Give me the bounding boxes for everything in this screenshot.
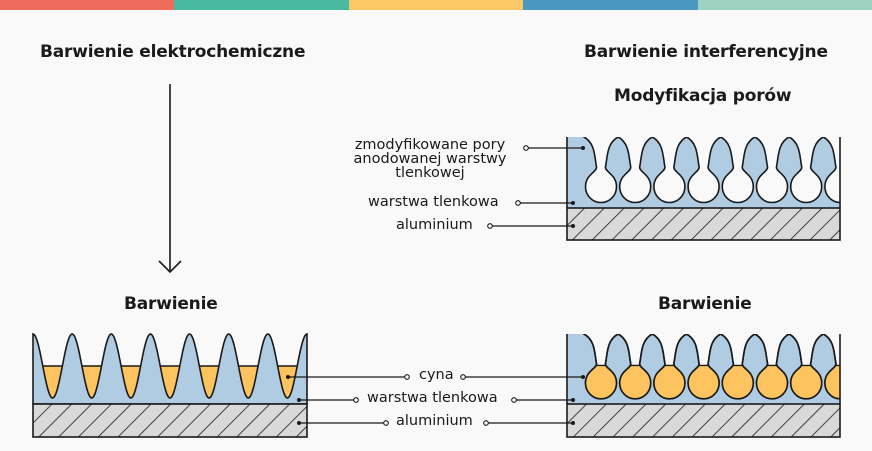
pores-leader-dot xyxy=(581,146,585,150)
tin-leader-left-open-dot xyxy=(404,374,410,380)
left-result-heading: Barwienie xyxy=(124,294,218,314)
pore-outline xyxy=(719,332,756,400)
pore xyxy=(719,135,756,204)
pore xyxy=(858,332,872,399)
aluminium-substrate xyxy=(566,207,841,241)
oxide-outline xyxy=(32,332,308,405)
aluminium-substrate xyxy=(566,403,841,438)
tin-label: cyna xyxy=(419,367,454,383)
aluminium-leader-left-dot xyxy=(297,421,301,425)
aluminium-leader-right-open-dot xyxy=(483,420,489,426)
pore-outline xyxy=(651,332,688,400)
oxide-leader-left-dot xyxy=(297,398,301,402)
pore-outline xyxy=(822,332,840,400)
aluminium-substrate xyxy=(32,403,308,438)
interference-coloring-diagram xyxy=(566,322,872,438)
color-bar-segment xyxy=(0,0,175,10)
pore xyxy=(822,135,840,204)
aluminium-label-bottom: aluminium xyxy=(396,413,473,429)
pore xyxy=(754,135,790,204)
modified-pores-label: zmodyfikowane pory anodowanej warstwy tl… xyxy=(345,137,515,181)
pore xyxy=(788,135,825,204)
label-leader-lines xyxy=(286,145,585,426)
pore-outline xyxy=(617,332,654,400)
oxide-leader-top-open-dot xyxy=(515,200,521,206)
oxide-leader-right-dot xyxy=(571,398,575,402)
pore xyxy=(651,135,688,204)
down-arrow-icon xyxy=(158,84,182,274)
modified-pores-label-line: zmodyfikowane pory xyxy=(354,137,506,153)
aluminium-leader-right-dot xyxy=(571,421,575,425)
aluminium-leader-top-dot xyxy=(571,224,575,228)
oxide-leader-left-open-dot xyxy=(353,397,359,403)
pore-outline xyxy=(583,332,619,400)
pore-outline xyxy=(858,332,872,399)
tin-deposit xyxy=(857,365,872,416)
pores xyxy=(583,135,872,204)
oxide-layer-label-bottom: warstwa tlenkowa xyxy=(367,390,498,406)
modified-pores-label-line: tlenkowej xyxy=(395,165,465,181)
color-bar-segment xyxy=(523,0,698,10)
left-heading: Barwienie elektrochemiczne xyxy=(40,42,306,62)
pore-outline xyxy=(754,332,790,400)
color-bar xyxy=(0,0,872,10)
color-bar-segment xyxy=(348,0,524,10)
right-heading: Barwienie interferencyjne xyxy=(584,42,828,62)
pore xyxy=(685,135,722,204)
pore-outline xyxy=(685,332,722,400)
color-bar-segment xyxy=(174,0,349,10)
right-result-heading: Barwienie xyxy=(658,294,752,314)
aluminium-leader-top-open-dot xyxy=(487,223,493,229)
background-mask xyxy=(566,125,841,137)
background-mask xyxy=(566,322,841,334)
pore xyxy=(617,135,654,204)
pores-leader-open-dot xyxy=(523,145,529,151)
modified-pores-label-line: anodowanej warstwy xyxy=(353,151,507,167)
modified-pores-diagram xyxy=(566,125,872,241)
electrochemical-coloring-diagram xyxy=(32,332,308,438)
aluminium-leader-left-open-dot xyxy=(383,420,389,426)
pore-modification-heading: Modyfikacja porów xyxy=(614,86,792,106)
tin-leader-right-open-dot xyxy=(460,374,466,380)
tin-leader-left-dot xyxy=(286,375,290,379)
oxide-leader-top-dot xyxy=(571,201,575,205)
oxide-layer-label-top: warstwa tlenkowa xyxy=(368,194,499,210)
aluminium-label-top: aluminium xyxy=(396,217,473,233)
pore-outline xyxy=(788,332,825,400)
tin-leader-right-dot xyxy=(581,375,585,379)
oxide-layer xyxy=(33,334,307,404)
pore xyxy=(858,135,872,203)
pore xyxy=(583,135,619,204)
color-bar-segment xyxy=(697,0,872,10)
oxide-leader-right-open-dot xyxy=(511,397,517,403)
